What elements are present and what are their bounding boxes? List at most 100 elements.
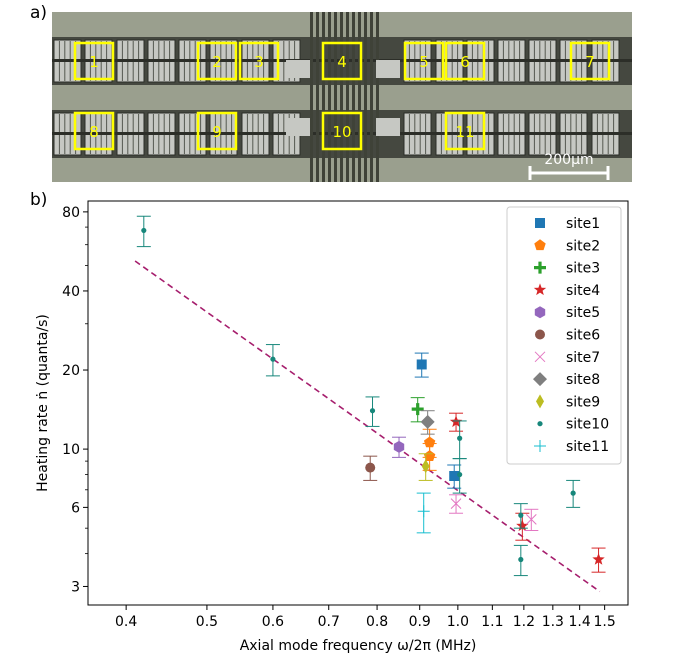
site-label-6: 6 bbox=[460, 53, 470, 71]
legend-label-site5: site5 bbox=[566, 305, 600, 321]
site10-point-8 bbox=[566, 479, 581, 508]
site9-marker bbox=[421, 459, 430, 474]
junction-pad bbox=[286, 60, 310, 78]
site-box-5 bbox=[403, 41, 445, 81]
site6-point-1 bbox=[363, 455, 378, 481]
junction-rail bbox=[340, 12, 343, 182]
site-box-7 bbox=[569, 41, 611, 81]
legend-marker-site1 bbox=[535, 218, 545, 228]
junction-rail bbox=[358, 12, 361, 182]
site-box-1 bbox=[73, 41, 115, 81]
site10-point-3 bbox=[365, 396, 380, 427]
site10-marker bbox=[518, 556, 524, 563]
legend-item-site7: site7 bbox=[534, 350, 600, 366]
site10-marker bbox=[369, 408, 376, 414]
x-tick-label: 1.0 bbox=[447, 614, 469, 630]
panel-a-label: a) bbox=[30, 3, 47, 23]
x-axis-label: Axial mode frequency ω/2π (MHz) bbox=[240, 638, 477, 654]
legend-item-site9: site9 bbox=[536, 394, 600, 410]
y-tick-label: 10 bbox=[62, 442, 80, 458]
junction-rail bbox=[334, 12, 337, 182]
site5-point-1 bbox=[392, 436, 407, 458]
site7-point-1 bbox=[449, 494, 464, 514]
x-tick-label: 0.6 bbox=[262, 614, 284, 630]
site10-marker bbox=[570, 490, 576, 496]
site2-marker bbox=[423, 436, 436, 448]
site1-marker bbox=[449, 470, 460, 481]
site-box-6 bbox=[444, 41, 486, 81]
site3-marker bbox=[411, 403, 424, 416]
site1-point-1 bbox=[414, 352, 429, 378]
site4-point-3 bbox=[591, 547, 606, 573]
junction-rail bbox=[364, 12, 367, 182]
site4-point-1 bbox=[449, 412, 464, 432]
legend-item-site1: site1 bbox=[535, 216, 600, 232]
legend-label-site1: site1 bbox=[566, 216, 600, 232]
site-box-9 bbox=[196, 111, 238, 151]
site-box-10 bbox=[321, 111, 363, 151]
junction-rail bbox=[376, 12, 379, 182]
legend-item-site3: site3 bbox=[534, 261, 600, 277]
panel-b-label: b) bbox=[30, 190, 47, 210]
legend-label-site10: site10 bbox=[566, 417, 609, 433]
site-label-3: 3 bbox=[254, 53, 264, 71]
site7-point-2 bbox=[524, 508, 539, 531]
x-tick-label: 1.4 bbox=[569, 614, 591, 630]
site5-marker bbox=[393, 440, 405, 453]
y-tick-label: 6 bbox=[71, 500, 80, 516]
site-label-8: 8 bbox=[89, 123, 99, 141]
y-axis-label: Heating rate ṅ (quanta/s) bbox=[35, 314, 51, 492]
site-box-3 bbox=[238, 41, 280, 81]
site-label-11: 11 bbox=[455, 123, 474, 141]
site4-marker bbox=[592, 552, 605, 565]
site-label-10: 10 bbox=[332, 123, 351, 141]
site10-point-7 bbox=[513, 544, 528, 577]
site-box-11 bbox=[444, 111, 486, 151]
site-label-9: 9 bbox=[212, 123, 222, 141]
legend-item-site5: site5 bbox=[534, 305, 600, 321]
site1-marker bbox=[416, 359, 427, 370]
site6-marker bbox=[365, 462, 376, 473]
site9-point-1 bbox=[418, 453, 433, 481]
y-tick-label: 40 bbox=[62, 284, 80, 300]
site10-marker bbox=[457, 435, 463, 441]
junction-rail bbox=[352, 12, 355, 182]
site-box-8 bbox=[73, 111, 115, 151]
legend-item-site8: site8 bbox=[533, 372, 600, 388]
site10-point-4 bbox=[452, 420, 467, 460]
junction-rail bbox=[328, 12, 331, 182]
junction-rail bbox=[316, 12, 319, 182]
legend-item-site6: site6 bbox=[535, 328, 600, 344]
y-tick-label: 3 bbox=[71, 579, 80, 595]
legend-marker-site5 bbox=[534, 306, 546, 319]
junction-pad bbox=[286, 118, 310, 136]
site-label-4: 4 bbox=[337, 53, 347, 71]
legend-label-site3: site3 bbox=[566, 261, 600, 277]
junction-pad bbox=[376, 118, 400, 136]
x-tick-label: 1.5 bbox=[594, 614, 616, 630]
site10-marker bbox=[270, 356, 276, 362]
site10-marker bbox=[518, 512, 524, 518]
site-box-4 bbox=[321, 41, 363, 81]
data-points bbox=[136, 215, 606, 577]
site10-marker bbox=[457, 471, 463, 478]
site4-marker bbox=[516, 519, 529, 532]
site2-marker bbox=[423, 450, 436, 462]
legend-marker-site9 bbox=[536, 394, 544, 409]
site1-point-2 bbox=[447, 464, 462, 489]
site11-marker bbox=[417, 505, 430, 518]
site10-marker bbox=[141, 227, 147, 234]
legend-marker-site7 bbox=[534, 351, 546, 363]
x-tick-label: 0.5 bbox=[196, 614, 218, 630]
junction-rails bbox=[286, 12, 400, 182]
site10-point-2 bbox=[265, 344, 280, 377]
site3-point-1 bbox=[410, 397, 425, 423]
y-tick-label: 80 bbox=[62, 205, 80, 221]
y-tick-label: 20 bbox=[62, 363, 80, 379]
x-tick-label: 0.9 bbox=[409, 614, 431, 630]
legend-label-site6: site6 bbox=[566, 328, 600, 344]
legend-item-site10: site10 bbox=[537, 417, 609, 433]
legend-label-site4: site4 bbox=[566, 283, 600, 299]
